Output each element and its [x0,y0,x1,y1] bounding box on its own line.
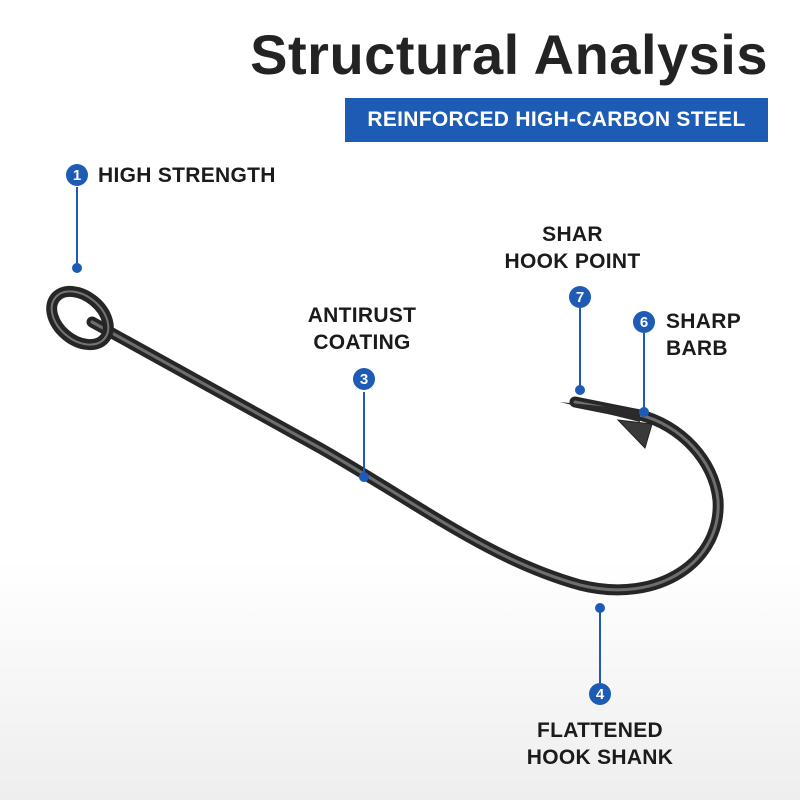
callout-label-high-strength: HIGH STRENGTH [98,162,276,189]
leader-dot-6 [639,407,649,417]
callout-label-antirust-coating: ANTIRUST COATING [292,302,432,356]
callout-line: FLATTENED [537,719,663,742]
callout-line: BARB [666,337,728,360]
leader-dot-4 [595,603,605,613]
callout-badge-1: 1 [66,164,88,186]
callout-label-sharp-barb: SHARP BARB [666,308,741,362]
callout-badge-6: 6 [633,311,655,333]
callout-line: SHAR [542,223,603,246]
hook-body [86,316,724,596]
callout-label-flattened-hook-shank: FLATTENED HOOK SHANK [505,717,695,771]
leader-dot-1 [72,263,82,273]
callout-line: ANTIRUST [307,304,417,327]
callout-line: SHARP [666,310,742,333]
callout-label-hook-point: SHAR HOOK POINT [490,221,655,275]
callout-line: HOOK SHANK [526,746,674,769]
leader-dot-7 [575,385,585,395]
callout-badge-4: 4 [589,683,611,705]
callout-badge-7: 7 [569,286,591,308]
hook-point [560,402,640,422]
subtitle-banner: REINFORCED HIGH-CARBON STEEL [345,98,768,142]
callout-badge-3: 3 [353,368,375,390]
leader-dot-3 [359,472,369,482]
hook-body-highlight [90,320,720,592]
callout-line: HIGH STRENGTH [98,164,276,187]
callout-line: HOOK POINT [504,250,641,273]
hook-barb [616,419,653,449]
page-title: Structural Analysis [250,23,768,86]
callout-line: COATING [313,331,411,354]
